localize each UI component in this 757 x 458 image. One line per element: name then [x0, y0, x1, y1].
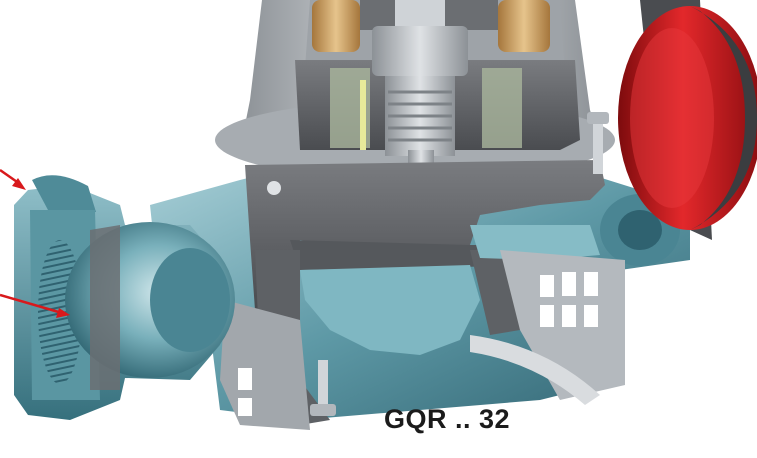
bolts	[267, 112, 609, 416]
float-switch-icon	[618, 0, 757, 240]
model-label: GQR .. 32	[384, 404, 511, 434]
red-arrow-icon	[0, 168, 70, 318]
shaft-assembly	[372, 0, 468, 229]
strainer-base	[220, 250, 625, 430]
